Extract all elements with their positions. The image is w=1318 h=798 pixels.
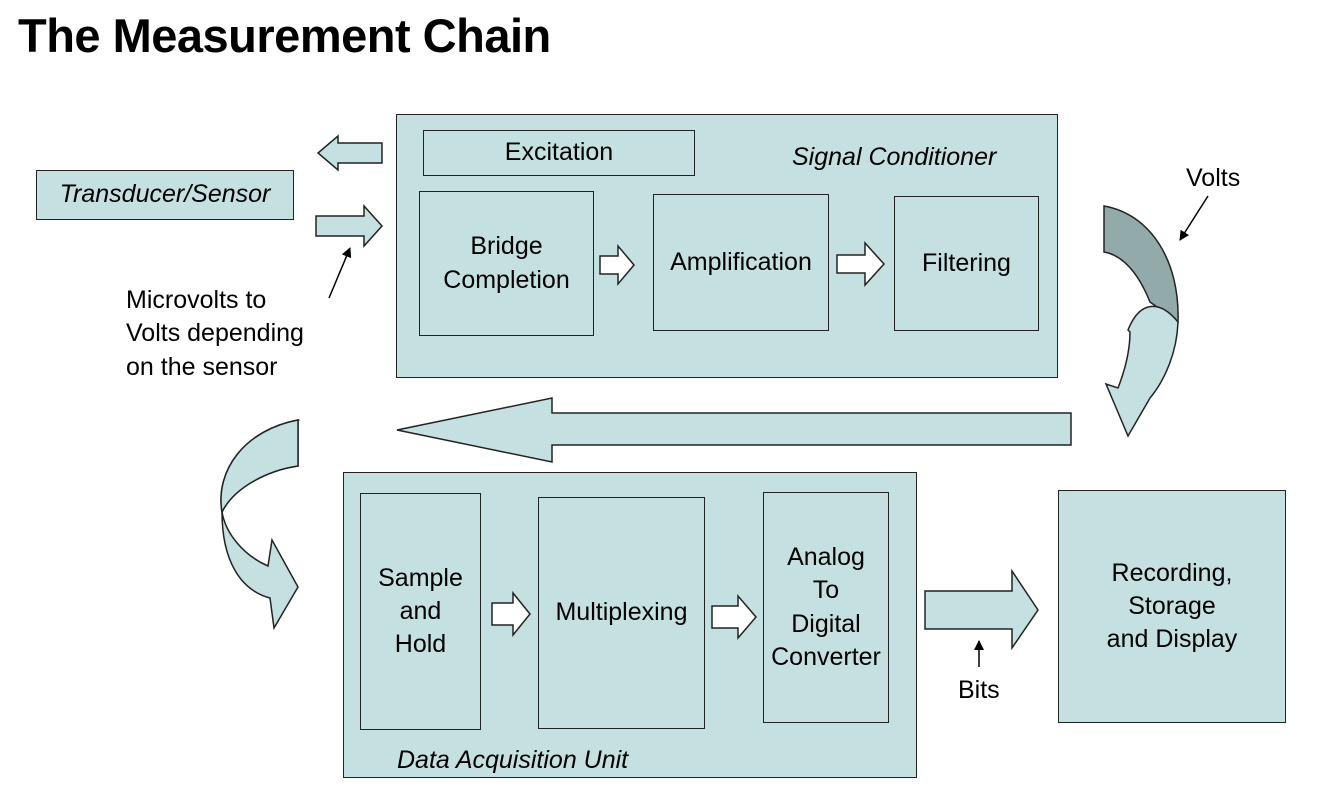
bridge-to-amplification-arrow — [599, 243, 635, 287]
recording-line-1: Recording, — [1111, 558, 1233, 587]
multiplexing-to-adc-arrow — [711, 593, 757, 641]
data-acquisition-unit-label: Data Acquisition Unit — [397, 746, 629, 774]
multiplexing-label: Multiplexing — [555, 598, 688, 627]
volts-pointer-line — [1179, 195, 1209, 241]
filtering-box: Filtering — [894, 196, 1039, 331]
filtering-label: Filtering — [922, 248, 1011, 277]
excitation-box: Excitation — [423, 130, 695, 176]
bridge-completion-line-2: Completion — [443, 265, 570, 294]
amplification-box: Amplification — [653, 194, 829, 331]
excitation-label: Excitation — [504, 138, 614, 167]
daq-curved-arrow-lower — [220, 419, 300, 631]
microvolts-note-line-3: on the sensor — [126, 352, 278, 381]
adc-line-2: To — [812, 576, 840, 605]
transducer-sensor-box: Transducer/Sensor — [36, 170, 294, 220]
amplification-to-filtering-arrow — [836, 241, 886, 287]
adc-line-3: Digital — [791, 609, 861, 638]
volts-curved-arrow — [1103, 205, 1179, 324]
adc-box: Analog To Digital Converter — [763, 492, 889, 723]
daq-to-recording-arrow — [924, 568, 1039, 651]
sample-hold-line-1: Sample — [378, 563, 463, 592]
bits-label: Bits — [958, 676, 1000, 704]
multiplexing-box: Multiplexing — [538, 497, 705, 729]
sample-hold-line-2: and — [399, 596, 442, 625]
bridge-completion-line-1: Bridge — [470, 232, 543, 261]
sample-hold-line-3: Hold — [394, 630, 447, 659]
recording-storage-display-box: Recording, Storage and Display — [1058, 490, 1286, 723]
microvolts-note-line-2: Volts depending — [126, 319, 304, 348]
adc-line-4: Converter — [771, 642, 881, 671]
microvolts-pointer-line — [328, 247, 352, 299]
excitation-to-sensor-arrow — [316, 134, 383, 172]
microvolts-note: Microvolts to Volts depending on the sen… — [126, 284, 304, 384]
sample-hold-box: Sample and Hold — [360, 493, 481, 730]
recording-line-3: and Display — [1106, 625, 1238, 654]
microvolts-note-line-1: Microvolts to — [126, 286, 267, 314]
volts-curved-arrow-lower — [1104, 305, 1179, 438]
sample-to-multiplexing-arrow — [491, 590, 531, 638]
conditioner-to-daq-long-arrow — [396, 397, 1072, 463]
sensor-to-conditioner-arrow — [315, 204, 384, 248]
adc-line-1: Analog — [787, 543, 865, 571]
amplification-label: Amplification — [670, 247, 812, 276]
bridge-completion-box: Bridge Completion — [419, 191, 594, 336]
volts-label: Volts — [1186, 164, 1241, 192]
page-title: The Measurement Chain — [18, 9, 551, 62]
recording-line-2: Storage — [1128, 591, 1216, 620]
transducer-sensor-label: Transducer/Sensor — [59, 180, 271, 209]
signal-conditioner-label: Signal Conditioner — [792, 143, 997, 171]
